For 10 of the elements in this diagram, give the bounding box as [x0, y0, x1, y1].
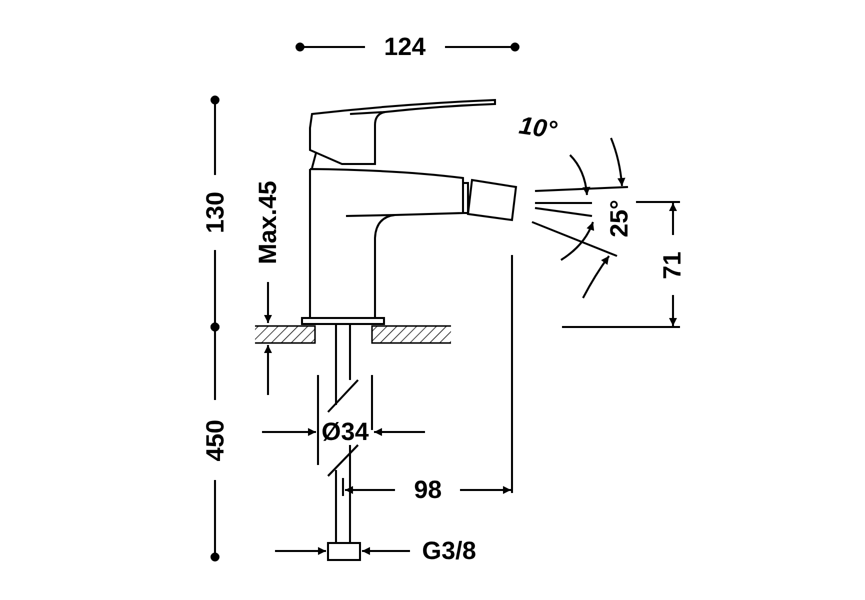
dimension-label: 98 [414, 478, 442, 502]
dimension-label: 450 [203, 419, 228, 461]
dimension-label: Max.45 [256, 180, 281, 264]
dimension-label: 71 [660, 251, 686, 279]
angle-label: 10° [517, 113, 558, 143]
dimension-label: 124 [384, 34, 426, 60]
dimension-label: 130 [203, 191, 228, 233]
angle-label: 25° [607, 199, 632, 237]
dimension-label: Ø34 [322, 420, 369, 444]
thread-size-label: G3/8 [422, 538, 476, 564]
